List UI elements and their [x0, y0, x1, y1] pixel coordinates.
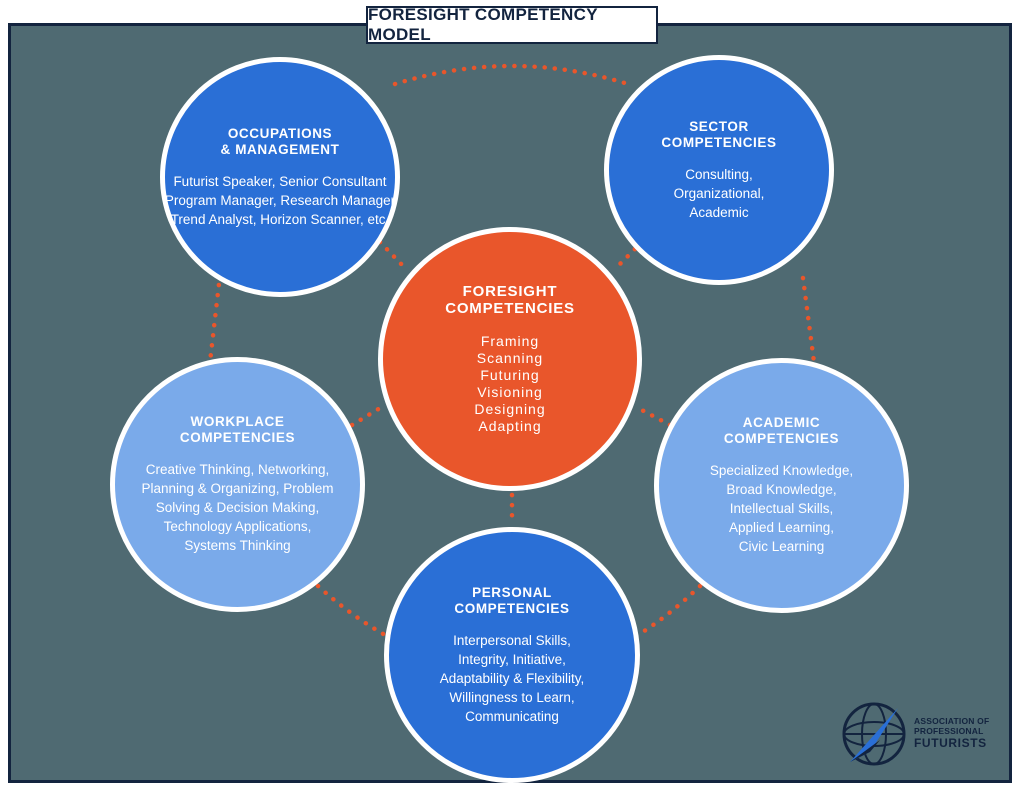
circle-item: Visioning: [477, 384, 543, 400]
logo-wordmark: ASSOCIATION OF PROFESSIONAL FUTURISTS: [914, 716, 989, 750]
circle-item: Organizational,: [673, 185, 765, 201]
connector-workplace-personal: [315, 583, 388, 638]
circle-item: Consulting,: [685, 166, 753, 182]
circle-item: Adaptability & Flexibility,: [439, 670, 585, 686]
diagram-title: FORESIGHT COMPETENCY MODEL: [366, 5, 658, 44]
circle-item: Broad Knowledge,: [726, 482, 837, 497]
circle-title: OCCUPATIONS & MANAGEMENT: [220, 125, 340, 157]
connector-center-academic: [635, 405, 673, 428]
circle-item: Planning & Organizing, Problem: [141, 481, 334, 496]
circle-title: FORESIGHT COMPETENCIES: [445, 283, 575, 317]
circle-item: Intellectual Skills,: [729, 501, 834, 516]
circle-title: WORKPLACE COMPETENCIES: [179, 414, 296, 445]
circle-item: Scanning: [476, 350, 544, 366]
circle-item: Technology Applications,: [163, 519, 312, 534]
academic-competencies-circle: ACADEMIC COMPETENCIES Specialized Knowle…: [654, 358, 909, 613]
circle-item: Adapting: [478, 418, 542, 434]
sector-competencies-circle: SECTOR COMPETENCIES Consulting, Organiza…: [604, 55, 834, 285]
circle-item: Interpersonal Skills,: [453, 632, 571, 648]
connector-occupations-workplace: [207, 272, 223, 365]
circle-item: Futuring: [480, 367, 540, 383]
circle-item: Framing: [480, 333, 540, 349]
connector-center-sector: [613, 239, 645, 271]
connector-center-occupations: [377, 239, 408, 271]
logo-line: PROFESSIONAL: [914, 726, 984, 736]
circle-item: Willingness to Learn,: [449, 689, 575, 705]
connector-occupations-sector: [392, 63, 631, 87]
circle-item: Solving & Decision Making,: [155, 500, 320, 515]
connector-center-workplace: [349, 402, 388, 428]
circle-item: Integrity, Initiative,: [458, 651, 566, 667]
foresight-competencies-circle: FORESIGHT COMPETENCIES Framing Scanning …: [378, 227, 642, 491]
circle-title: PERSONAL COMPETENCIES: [454, 584, 570, 616]
circle-item: Creative Thinking, Networking,: [145, 462, 330, 477]
circle-item: Designing: [474, 401, 546, 417]
logo-line: ASSOCIATION OF: [914, 716, 990, 726]
circle-item: Futurist Speaker, Senior Consultant: [173, 173, 387, 189]
circle-item: Systems Thinking: [184, 538, 291, 553]
circle-item: Specialized Knowledge,: [709, 463, 854, 478]
circle-title: SECTOR COMPETENCIES: [661, 118, 777, 150]
circle-item: Applied Learning,: [728, 520, 835, 535]
apf-globe-icon: [842, 702, 906, 766]
circle-item: Communicating: [465, 708, 559, 724]
circle-item: Civic Learning: [738, 539, 825, 554]
logo-line: FUTURISTS: [914, 736, 987, 750]
connector-academic-personal: [635, 583, 703, 638]
circle-item: Trend Analyst, Horizon Scanner, etc.: [170, 211, 390, 227]
personal-competencies-circle: PERSONAL COMPETENCIES Interpersonal Skil…: [384, 527, 640, 783]
circle-item: Academic: [689, 204, 749, 220]
circle-item: Program Manager, Research Manager: [164, 192, 396, 208]
connector-sector-academic: [800, 275, 817, 365]
occupations-management-circle: OCCUPATIONS & MANAGEMENT Futurist Speake…: [160, 57, 400, 297]
circle-title: ACADEMIC COMPETENCIES: [723, 415, 840, 446]
workplace-competencies-circle: WORKPLACE COMPETENCIES Creative Thinking…: [110, 357, 365, 612]
